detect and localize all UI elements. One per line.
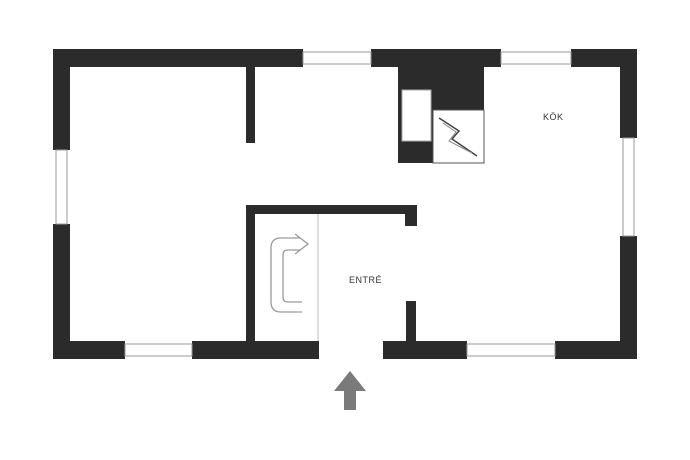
wall-top-left (53, 49, 303, 67)
stairs-arrow-head (294, 233, 310, 255)
stove-zigzag-inner (442, 122, 473, 154)
windows (55, 51, 635, 357)
stairs-arrow-outer (270, 237, 302, 313)
wall-left-bottom (53, 224, 70, 359)
chimney-icon (398, 67, 485, 164)
window-right (622, 137, 635, 237)
wall-entrance-top (246, 205, 414, 214)
wall-bottom-left (53, 341, 125, 359)
window-top-left (302, 51, 372, 65)
wall-interior-upper (246, 67, 255, 143)
window-top-right (500, 51, 572, 65)
wall-bottom-right-b (555, 341, 637, 359)
wall-interior-lower (246, 205, 255, 341)
room-label-entrance: ENTRÉ (349, 275, 382, 285)
wall-entrance-stub (405, 205, 417, 226)
wall-bottom-mid (192, 341, 319, 359)
room-label-kitchen: KÖK (543, 112, 564, 122)
interior-walls (246, 67, 417, 341)
window-bottom-left (124, 343, 193, 357)
stairs-arrow-inner (282, 249, 302, 303)
stairs-arrow-icon (270, 233, 310, 313)
chimney-inner (401, 89, 432, 142)
wall-entrance-right (406, 301, 416, 341)
wall-left-top (53, 49, 70, 150)
window-left (55, 149, 68, 225)
window-bottom-right (466, 343, 556, 357)
entry-arrow-icon (334, 371, 366, 410)
wall-right-top (620, 49, 637, 138)
stove-zigzag (438, 117, 478, 157)
outer-walls (53, 49, 637, 359)
wall-top-middle (371, 49, 501, 67)
wall-bottom-right-a (383, 341, 467, 359)
wall-right-bottom (620, 236, 637, 359)
